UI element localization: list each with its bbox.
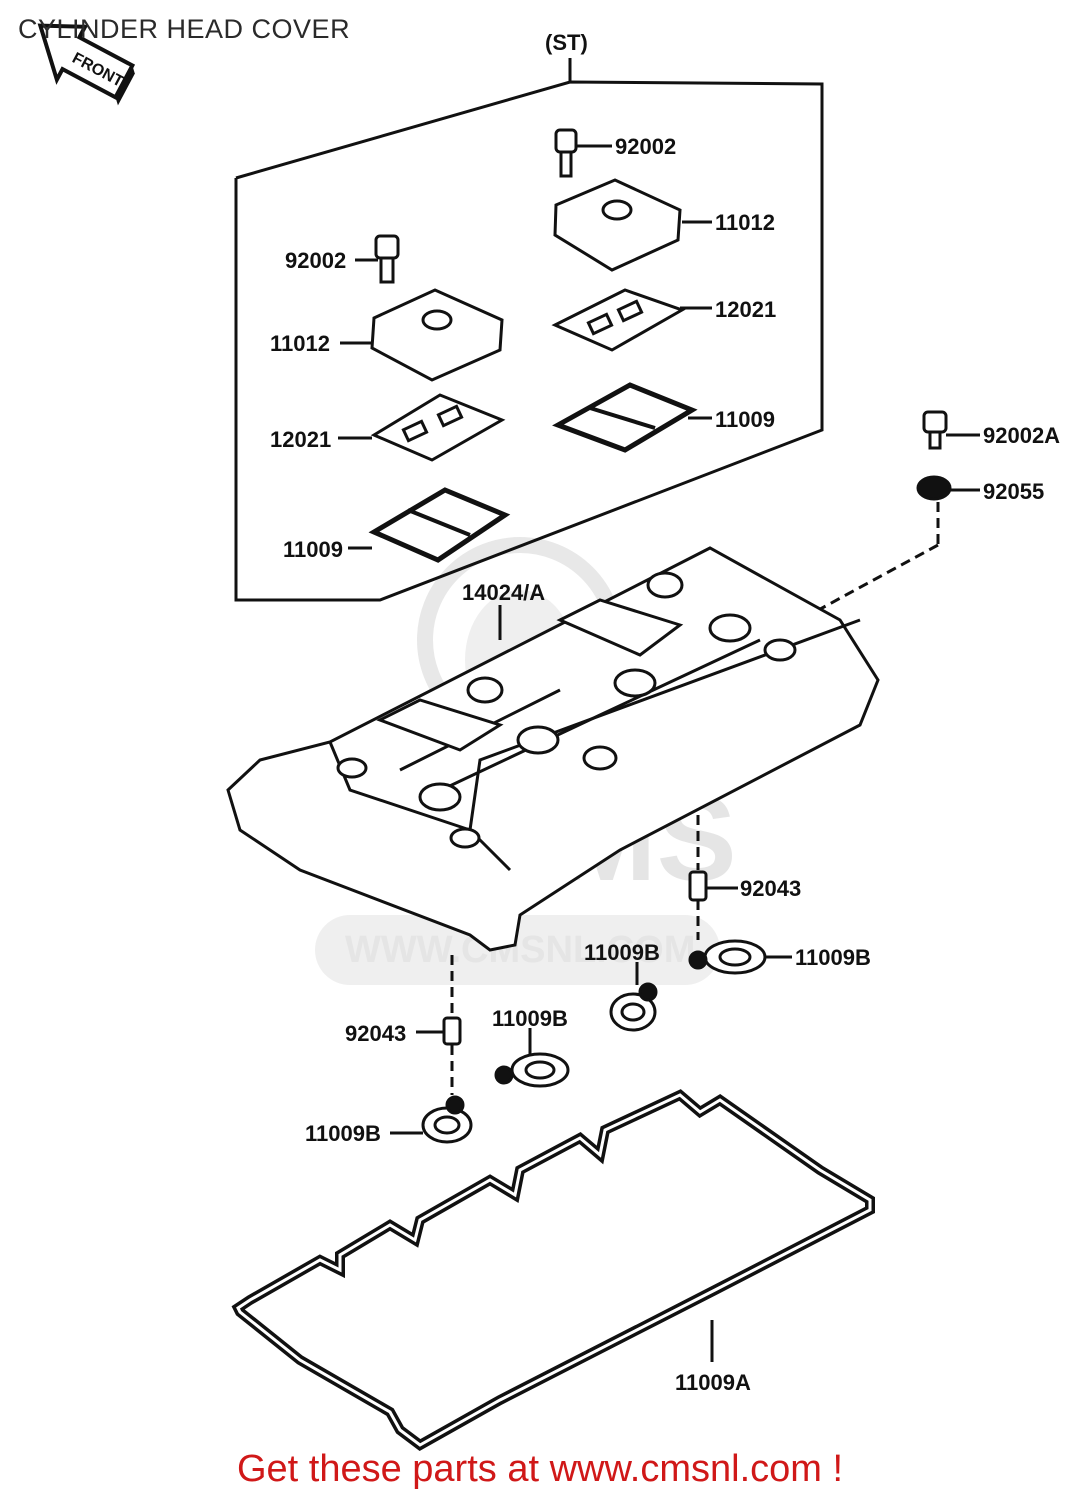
part-label-92002: 92002 [615,134,676,159]
breather-cover [553,178,712,272]
part-label-92002: 92002 [285,248,346,273]
set-bracket [234,58,824,602]
footer-shop-link[interactable]: Get these parts at www.cmsnl.com ! [236,1448,844,1490]
part-label-92043: 92043 [345,1021,406,1046]
bolt-icon [554,128,612,178]
front-arrow-icon: FRONT [37,23,136,106]
part-label-11009: 11009 [283,537,343,562]
part-label-14024A: 14024/A [462,580,545,605]
breather-gasket [348,487,511,563]
page-title: CYLINDER HEAD COVER [18,14,351,44]
part-label-11009B: 11009B [492,1006,568,1031]
breather-plate [551,288,712,352]
set-label: (ST) [545,30,588,55]
plug-seal [609,962,658,1032]
part-label-11012: 11012 [715,210,775,235]
part-label-11009B: 11009B [305,1121,381,1146]
bolt-icon [355,234,400,284]
head-cover-gasket [231,1089,875,1451]
breather-plate [338,393,506,462]
part-label-92043: 92043 [740,876,801,901]
dowel-pin [688,815,738,940]
plug-seal [688,939,792,975]
part-label-12021: 12021 [715,297,776,322]
cylinder-head-cover [226,546,880,952]
bolt-icon [922,410,980,450]
part-label-11009B: 11009B [795,945,871,970]
part-label-11012: 11012 [270,331,330,356]
part-label-92055: 92055 [983,479,1044,504]
part-label-11009: 11009 [715,407,775,432]
dowel-pin [416,955,462,1095]
breather-cover [340,288,504,382]
part-label-12021: 12021 [270,427,331,452]
breather-gasket [552,382,712,453]
part-label-11009A: 11009A [675,1370,751,1395]
washer-icon [799,475,980,622]
part-label-92002A: 92002A [983,423,1060,448]
part-label-11009B: 11009B [584,940,660,965]
plug-seal [390,1095,473,1144]
plug-seal [494,1028,570,1088]
